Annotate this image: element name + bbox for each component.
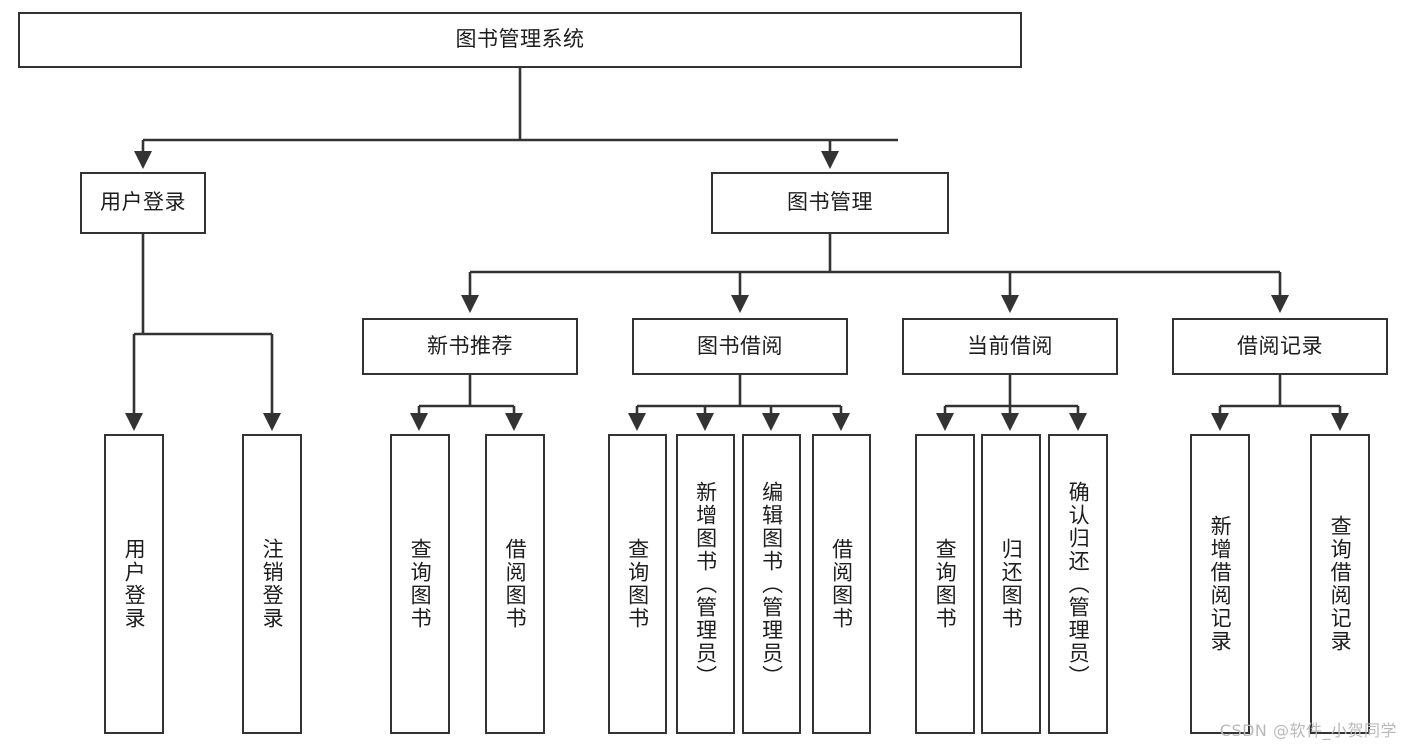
leaf-logout-label: 注销登录: [260, 538, 285, 630]
leaf-confirm-return-admin[interactable]: 确认归还（管理员）: [1048, 434, 1108, 734]
node-root[interactable]: 图书管理系统: [18, 12, 1022, 68]
leaf-query-book-new[interactable]: 查询图书: [390, 434, 450, 734]
node-borrow-record-label: 借阅记录: [1237, 333, 1323, 358]
leaf-add-borrow-record-label: 新增借阅记录: [1208, 515, 1233, 653]
leaf-edit-book-admin[interactable]: 编辑图书（管理员）: [742, 434, 801, 734]
leaf-confirm-return-admin-label: 确认归还（管理员）: [1066, 480, 1091, 688]
leaf-return-book[interactable]: 归还图书: [981, 434, 1041, 734]
node-root-label: 图书管理系统: [455, 27, 585, 52]
leaf-query-borrow-record-label: 查询借阅记录: [1328, 515, 1353, 653]
node-new-book-recommend[interactable]: 新书推荐: [362, 318, 578, 375]
node-borrow-record[interactable]: 借阅记录: [1172, 318, 1388, 375]
leaf-add-book-admin-label: 新增图书（管理员）: [693, 480, 718, 688]
leaf-return-book-label: 归还图书: [999, 538, 1024, 630]
leaf-borrow-book-new[interactable]: 借阅图书: [485, 434, 545, 734]
node-book-borrow-label: 图书借阅: [697, 333, 783, 358]
node-current-borrow[interactable]: 当前借阅: [902, 318, 1118, 375]
node-user-login[interactable]: 用户登录: [80, 172, 206, 234]
node-current-borrow-label: 当前借阅: [967, 333, 1053, 358]
node-user-login-label: 用户登录: [100, 190, 186, 215]
node-book-management[interactable]: 图书管理: [711, 172, 949, 234]
leaf-add-book-admin[interactable]: 新增图书（管理员）: [676, 434, 735, 734]
node-book-management-label: 图书管理: [787, 190, 873, 215]
leaf-query-book-current[interactable]: 查询图书: [915, 434, 975, 734]
leaf-query-borrow-record[interactable]: 查询借阅记录: [1310, 434, 1370, 734]
leaf-query-book-new-label: 查询图书: [408, 538, 433, 630]
leaf-borrow-book-borrow-label: 借阅图书: [829, 538, 854, 630]
leaf-query-book-current-label: 查询图书: [933, 538, 958, 630]
leaf-query-book-borrow[interactable]: 查询图书: [608, 434, 667, 734]
leaf-logout[interactable]: 注销登录: [242, 434, 302, 734]
node-book-borrow[interactable]: 图书借阅: [632, 318, 848, 375]
leaf-borrow-book-borrow[interactable]: 借阅图书: [812, 434, 871, 734]
leaf-add-borrow-record[interactable]: 新增借阅记录: [1190, 434, 1250, 734]
leaf-borrow-book-new-label: 借阅图书: [503, 538, 528, 630]
leaf-query-book-borrow-label: 查询图书: [625, 538, 650, 630]
leaf-user-login-label: 用户登录: [122, 538, 147, 630]
leaf-user-login[interactable]: 用户登录: [104, 434, 164, 734]
node-new-book-recommend-label: 新书推荐: [427, 333, 513, 358]
leaf-edit-book-admin-label: 编辑图书（管理员）: [759, 480, 784, 688]
